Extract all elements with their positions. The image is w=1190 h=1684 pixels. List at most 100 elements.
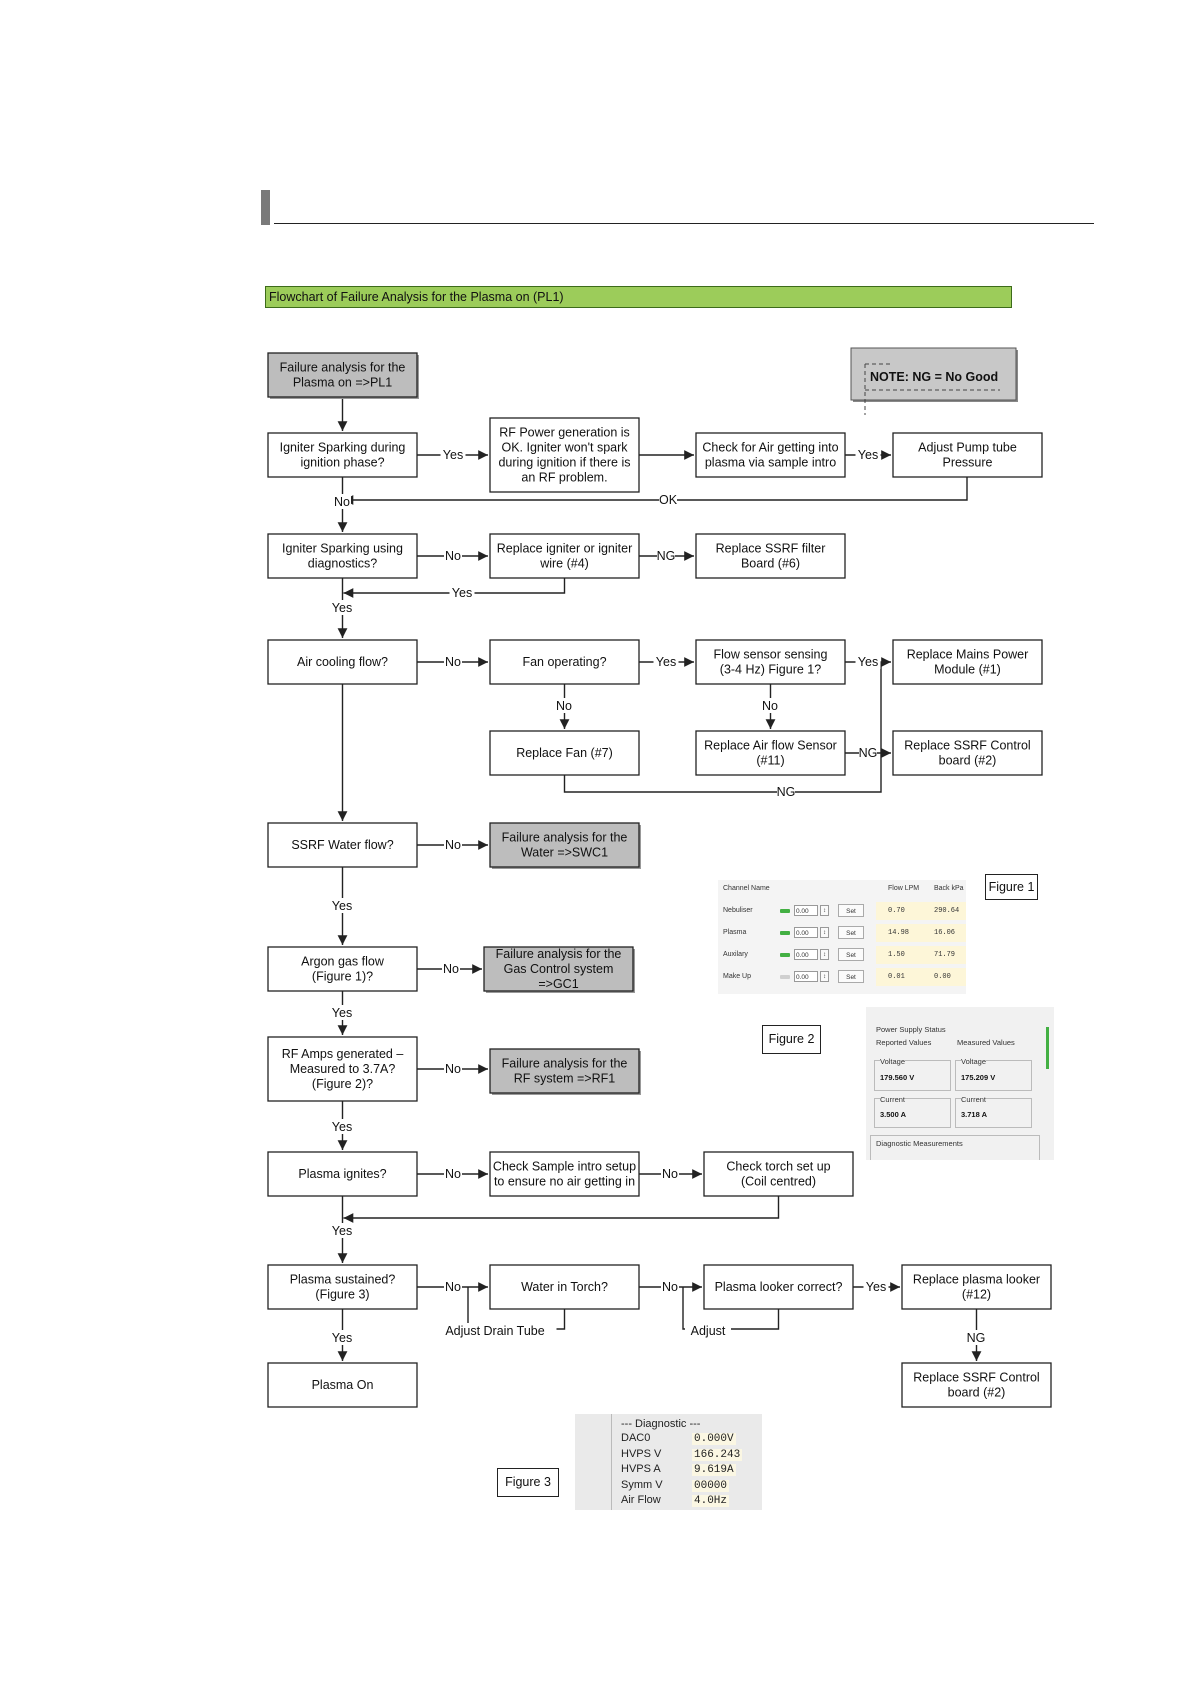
label-no: No xyxy=(762,699,778,713)
fig2-measured-voltage-label: Voltage xyxy=(961,1057,987,1066)
node-text: Igniter Sparking using xyxy=(282,542,403,556)
edge-torch-return xyxy=(343,1196,780,1223)
node-text: (#11) xyxy=(756,754,784,768)
note-text: NOTE: NG = No Good xyxy=(870,370,998,384)
node-box xyxy=(267,432,418,478)
node-plasma-ignites: Plasma ignites? xyxy=(267,1151,418,1197)
node-text: board (#2) xyxy=(948,1386,1006,1400)
fig2-reported-voltage: 179.560 V xyxy=(880,1073,915,1082)
node-replace-looker: Replace plasma looker(#12) xyxy=(901,1264,1052,1310)
node-text: Failure analysis for the xyxy=(496,947,622,961)
label-yes: Yes xyxy=(332,1120,352,1134)
label-ng-bg xyxy=(777,784,795,799)
node-box xyxy=(267,533,418,579)
fig1-back-value: 290.64 xyxy=(934,907,960,915)
label-no-bg xyxy=(444,548,462,563)
label-yes-bg xyxy=(329,1223,355,1238)
node-replace-fan: Replace Fan (#7) xyxy=(489,730,640,776)
label-ng-bg xyxy=(859,745,877,760)
node-text: diagnostics? xyxy=(308,557,378,571)
node-text: Water =>SWC1 xyxy=(521,846,608,860)
node-argon-flow: Argon gas flow(Figure 1)? xyxy=(267,946,418,992)
fig1-header-back: Back kPa xyxy=(934,885,964,892)
fig2-reported-voltage-box xyxy=(874,1060,951,1091)
label-no-bg xyxy=(444,1279,462,1294)
label-no-bg xyxy=(444,654,462,669)
figure-3-tag: Figure 3 xyxy=(497,1468,559,1497)
node-ssrf-water: SSRF Water flow? xyxy=(267,822,418,868)
fig1-flow-value: 1.50 xyxy=(888,951,905,959)
node-plasma-on: Plasma On xyxy=(267,1362,418,1408)
node-fan-operating: Fan operating? xyxy=(489,639,640,685)
fig1-channel-name: Plasma xyxy=(723,929,747,936)
fig3-divider xyxy=(611,1414,612,1510)
fig1-value-bg xyxy=(876,924,966,942)
fig1-channel-name: Nebuliser xyxy=(723,907,753,914)
fig1-status-led xyxy=(780,975,790,979)
node-box xyxy=(267,1362,418,1408)
fig1-setpoint-input[interactable]: 0.00 xyxy=(794,949,818,960)
node-text: (#12) xyxy=(962,1288,991,1302)
node-text: plasma via sample intro xyxy=(705,456,836,470)
node-text: Check for Air getting into xyxy=(702,441,838,455)
node-text: Replace Fan (#7) xyxy=(516,746,613,760)
label-yes-bg xyxy=(329,898,355,913)
fig1-setpoint-input[interactable]: 0.00 xyxy=(794,905,818,916)
fig1-set-button[interactable]: Set xyxy=(838,970,864,983)
node-air-cooling: Air cooling flow? xyxy=(267,639,418,685)
label-no: No xyxy=(445,1167,461,1181)
figure-1-tag: Figure 1 xyxy=(985,874,1038,900)
fig1-setpoint-input[interactable]: 0.00 xyxy=(794,971,818,982)
fig2-measured-current: 3.718 A xyxy=(961,1110,987,1119)
label-yes: Yes xyxy=(452,586,472,600)
label-yes: Yes xyxy=(866,1280,886,1294)
fig1-set-button[interactable]: Set xyxy=(838,904,864,917)
label-yes: Yes xyxy=(656,655,676,669)
label-ng: NG xyxy=(967,1331,986,1345)
node-water-torch: Water in Torch? xyxy=(489,1264,640,1310)
label-no-bg xyxy=(442,961,460,976)
edge-pump-ok xyxy=(343,477,968,505)
fig1-back-value: 0.00 xyxy=(934,973,951,981)
label-yes: Yes xyxy=(332,1224,352,1238)
fig1-spin-icon[interactable]: ↕ xyxy=(820,971,829,982)
node-text: Replace SSRF filter xyxy=(716,542,826,556)
node-box xyxy=(267,946,418,992)
fig1-flow-value: 14.98 xyxy=(888,929,910,937)
fig2-reported-current-box xyxy=(874,1098,951,1128)
node-flow-sensor: Flow sensor sensing(3-4 Hz) Figure 1? xyxy=(695,639,846,685)
label-ok: OK xyxy=(659,493,678,507)
fig1-set-button[interactable]: Set xyxy=(838,948,864,961)
node-box xyxy=(267,1036,418,1102)
node-box xyxy=(267,639,418,685)
fig2-measured-current-label: Current xyxy=(961,1095,987,1104)
fig3-value: 0.000V xyxy=(692,1433,736,1445)
fig1-spin-icon[interactable]: ↕ xyxy=(820,927,829,938)
label-adjust-drain-bg xyxy=(433,1323,557,1338)
fig1-spin-icon[interactable]: ↕ xyxy=(820,949,829,960)
fig3-value: 4.0Hz xyxy=(692,1495,730,1507)
node-box xyxy=(892,432,1043,478)
label-yes: Yes xyxy=(443,448,463,462)
label-no-bg xyxy=(761,698,779,713)
figure-2-tag: Figure 2 xyxy=(762,1025,821,1054)
label-ng: NG xyxy=(777,785,796,799)
label-no: No xyxy=(556,699,572,713)
fig1-setpoint-input[interactable]: 0.00 xyxy=(794,927,818,938)
fig1-set-button[interactable]: Set xyxy=(838,926,864,939)
node-box xyxy=(892,639,1043,685)
node-text: =>GC1 xyxy=(538,977,578,991)
fig1-channel-name: Make Up xyxy=(723,973,752,980)
fig1-spin-icon[interactable]: ↕ xyxy=(820,905,829,916)
node-text: ignition phase? xyxy=(300,456,384,470)
node-replace-air-sensor: Replace Air flow Sensor(#11) xyxy=(695,730,846,776)
label-no: No xyxy=(334,495,350,509)
